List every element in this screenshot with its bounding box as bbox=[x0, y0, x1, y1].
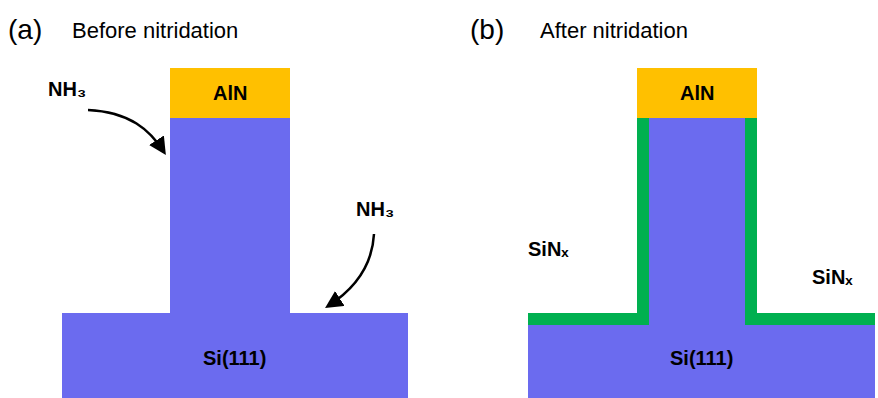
nh3-arrow bbox=[88, 110, 164, 152]
aln-layer: AlN bbox=[637, 68, 757, 118]
substrate-label: Si(111) bbox=[203, 347, 266, 370]
si-substrate: Si(111) bbox=[528, 118, 875, 398]
nh3-arrow bbox=[328, 234, 374, 306]
layer-label: AlN bbox=[213, 82, 247, 105]
panel-letter: (a) bbox=[8, 14, 42, 46]
substrate-label: Si(111) bbox=[670, 347, 733, 370]
si-substrate: Si(111) bbox=[62, 118, 408, 398]
gas-label: NH₃ bbox=[48, 78, 86, 101]
aln-layer: AlN bbox=[170, 68, 290, 118]
panel-title: Before nitridation bbox=[72, 18, 238, 44]
sinx-layer bbox=[528, 118, 875, 325]
panel-letter: (b) bbox=[470, 14, 504, 46]
layer-label: SiNₓ bbox=[528, 238, 569, 261]
layer-label: SiNₓ bbox=[812, 266, 853, 289]
gas-label: NH₃ bbox=[356, 198, 394, 221]
layer-label: AlN bbox=[680, 82, 714, 105]
panel-title: After nitridation bbox=[540, 18, 688, 44]
